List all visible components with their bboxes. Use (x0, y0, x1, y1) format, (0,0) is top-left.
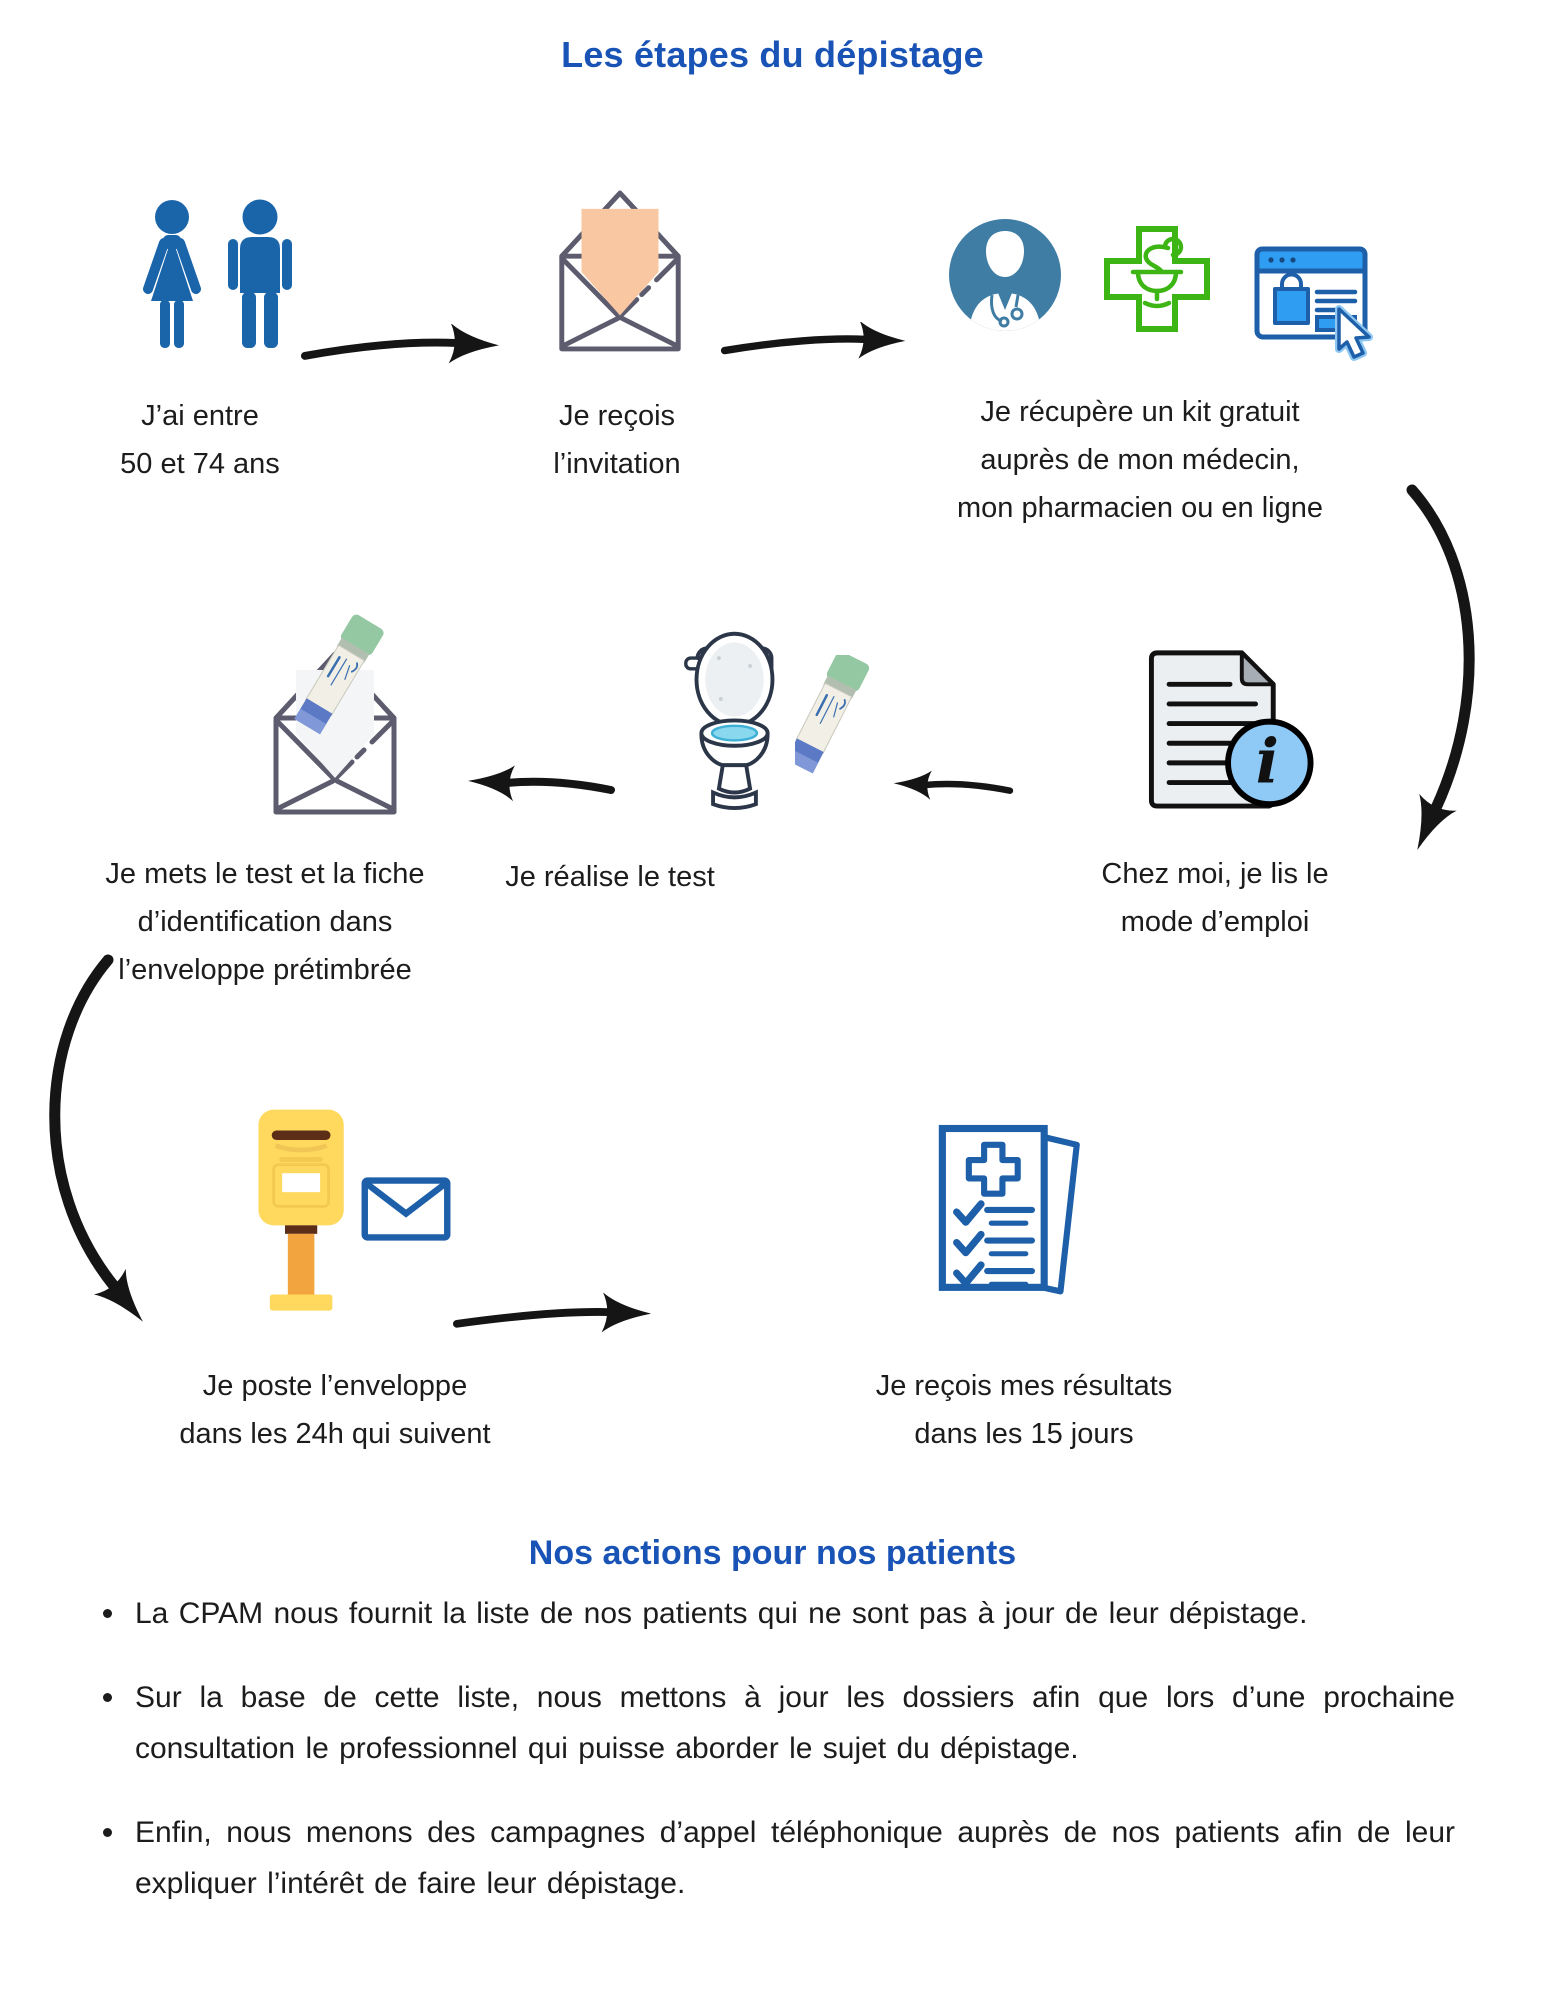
test-tube-icon (795, 655, 890, 797)
arrow-left-2-icon (893, 770, 1014, 800)
online-shop-icon (1253, 243, 1388, 361)
page-title: Les étapes du dépistage (561, 34, 984, 75)
action-text: Sur la base de cette liste, nous mettons… (135, 1681, 1455, 1765)
step-caption: Je reçois l’invitation (553, 400, 681, 480)
mailbox-post (287, 1233, 315, 1295)
arrow-right-1-icon (300, 324, 499, 364)
bullet-icon (103, 1828, 112, 1837)
info-icon: i (1225, 718, 1314, 808)
woman-man-icon (128, 197, 303, 355)
actions-list: La CPAM nous fournit la liste de nos pat… (95, 1588, 1455, 1942)
step-caption: J’ai entre 50 et 74 ans (120, 400, 280, 480)
doctor-icon (945, 215, 1065, 335)
step-caption: Je récupère un kit gratuit auprès de mon… (957, 396, 1323, 524)
action-item: Enfin, nous menons des campagnes d’appel… (95, 1807, 1455, 1909)
action-text: Enfin, nous menons des campagnes d’appel… (135, 1816, 1455, 1900)
step-caption: Chez moi, je lis le mode d’emploi (1101, 858, 1329, 938)
mailbox-icon (250, 1104, 356, 1322)
bullet-icon (103, 1693, 112, 1702)
cursor-icon (1335, 305, 1373, 361)
step-caption: Je réalise le test (505, 861, 715, 893)
results-checklist-icon (922, 1110, 1090, 1314)
svg-text:i: i (1256, 727, 1279, 798)
shopping-bag-icon (1273, 287, 1310, 325)
medical-cross-icon (965, 1141, 1021, 1197)
arrow-right-2-icon (720, 322, 906, 359)
letter-shape (581, 208, 659, 316)
open-envelope-icon (546, 185, 694, 353)
test-tube-icon (294, 614, 384, 735)
action-text: La CPAM nous fournit la liste de nos pat… (135, 1597, 1308, 1630)
mailbox-base (269, 1294, 333, 1311)
section-title: Nos actions pour nos patients (528, 1534, 1017, 1572)
action-item: Sur la base de cette liste, nous mettons… (95, 1672, 1455, 1774)
step-caption: Je poste l’enveloppe dans les 24h qui su… (179, 1370, 491, 1450)
bullet-icon (103, 1609, 112, 1618)
bowl-of-hygieia-icon (1130, 236, 1184, 309)
curved-arrow-down-left-icon (1406, 484, 1475, 850)
mail-envelope-icon (360, 1176, 452, 1242)
mailbox-label (282, 1173, 321, 1193)
arrow-right-3-icon (452, 1292, 652, 1333)
toilet-icon (678, 622, 790, 814)
action-item: La CPAM nous fournit la liste de nos pat… (95, 1588, 1455, 1639)
mail-slot (271, 1130, 331, 1141)
instructions-document-icon: i (1138, 645, 1323, 812)
water (710, 724, 759, 742)
curved-arrow-down-right-icon (49, 954, 143, 1322)
pharmacy-cross-icon (1102, 224, 1212, 334)
arrow-left-1-icon (468, 765, 615, 802)
step-caption: Je mets le test et la fiche d’identifica… (105, 858, 425, 986)
step-caption: Je reçois mes résultats dans les 15 jour… (875, 1370, 1173, 1450)
envelope-with-test-tube-icon (252, 608, 427, 818)
